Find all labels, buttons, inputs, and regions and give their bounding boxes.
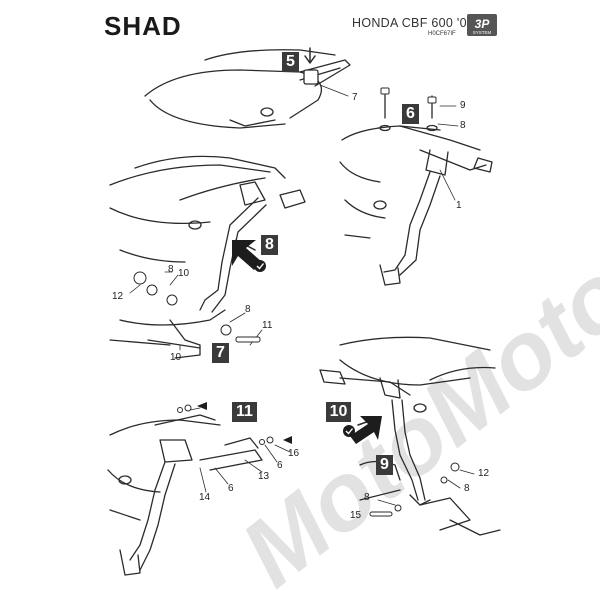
model-title: HONDA CBF 600 '07 (352, 16, 475, 30)
check-icons (254, 260, 355, 437)
model-code: H0CF67IF (428, 31, 456, 37)
step-badge-9: 9 (376, 455, 393, 475)
panel-step5-seat (144, 49, 351, 129)
solid-arrows (197, 240, 382, 444)
watermark-text: MotoMoto (222, 241, 600, 600)
part-label: 11 (262, 320, 273, 331)
part-label: 8 (464, 483, 470, 494)
part-label: 15 (350, 510, 362, 521)
panel-step7-8-rack-left (109, 155, 306, 359)
part-label: 9 (460, 100, 466, 111)
part-label: 12 (112, 291, 124, 302)
step-badge-8: 8 (261, 235, 278, 255)
part-label: 8 (168, 264, 174, 275)
part-label: 16 (288, 448, 300, 459)
svg-text:SYSTEM: SYSTEM (473, 30, 492, 35)
part-label: 6 (277, 460, 283, 471)
part-label: 14 (199, 492, 211, 503)
step-badge-7: 7 (212, 343, 229, 363)
part-label: 12 (478, 468, 490, 479)
part-label: 8 (460, 120, 466, 131)
part-label: 6 (228, 483, 234, 494)
part-label: 8 (245, 304, 251, 315)
part-label: 1 (456, 200, 462, 211)
step-badge-10: 10 (326, 402, 351, 422)
brand-logo: SHAD (104, 11, 182, 41)
3p-system-logo: 3P SYSTEM (467, 14, 497, 36)
panel-step6-rack (339, 94, 493, 286)
panel-step11-rack-bottom (107, 414, 263, 576)
part-label: 10 (178, 268, 190, 279)
step-badge-11: 11 (232, 402, 257, 422)
part-label: 7 (352, 92, 358, 103)
step-badge-6: 6 (402, 104, 419, 124)
svg-text:3P: 3P (475, 17, 491, 31)
part-label: 8 (364, 492, 370, 503)
hardware-parts (133, 87, 460, 517)
part-label: 10 (170, 352, 182, 363)
step-badge-5: 5 (282, 52, 299, 72)
panel-step9-10-rack-right (319, 336, 501, 536)
part-label: 13 (258, 471, 270, 482)
